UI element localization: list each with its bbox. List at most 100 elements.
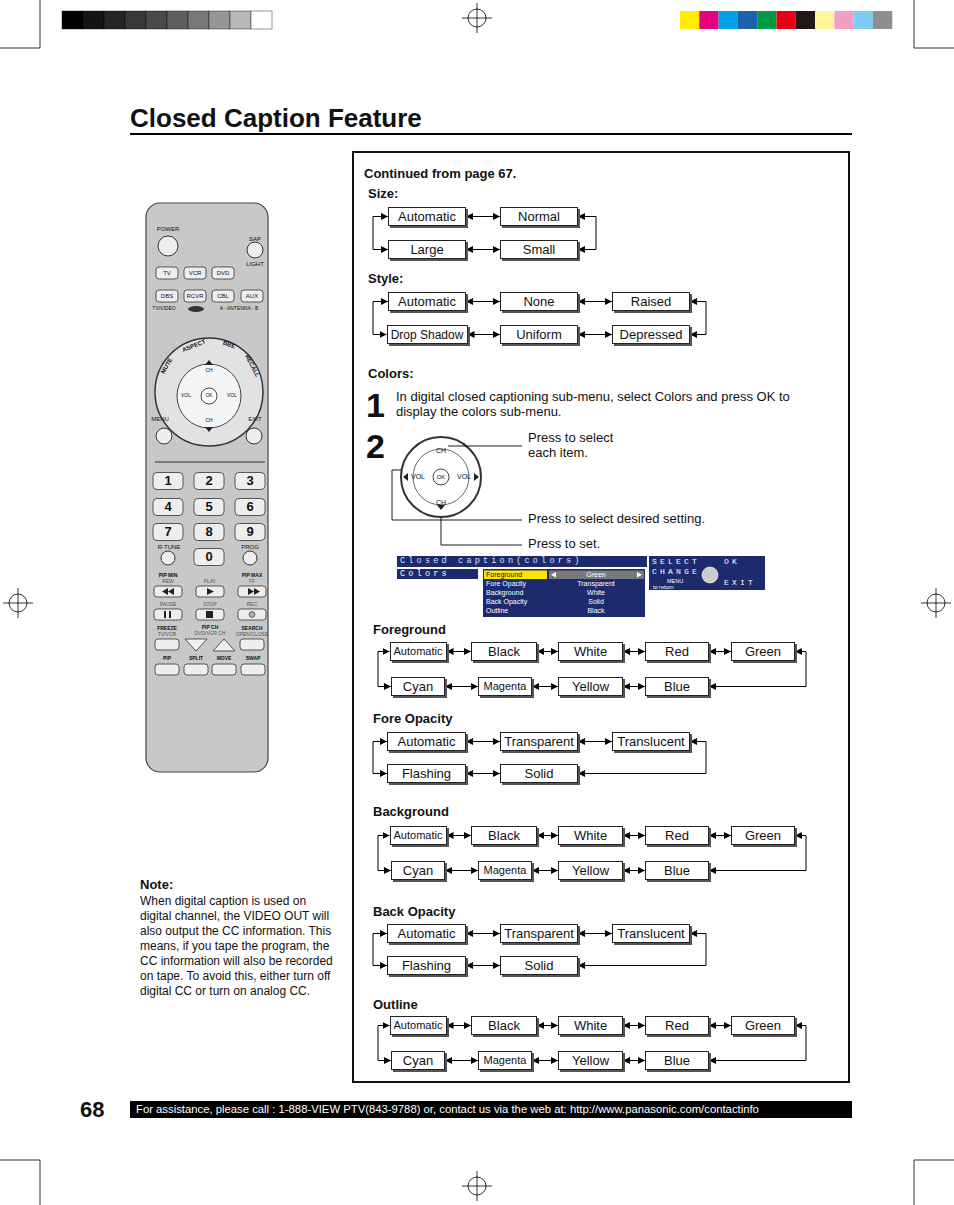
cycle-arrow (466, 965, 500, 966)
option-box: Blue (645, 861, 709, 880)
drawing-stroke (702, 567, 718, 583)
drawing-stroke (441, 517, 522, 545)
text-label: SWAP (246, 656, 261, 662)
text-label: Press to select desired setting. (528, 512, 705, 527)
option-text: Automatic (394, 830, 443, 841)
cycle-arrow (373, 934, 387, 966)
text-label: TV/VIDEO (152, 306, 175, 312)
drawing-stroke (18, 588, 19, 618)
drawing-stroke (83, 11, 104, 29)
drawing-stroke (185, 639, 235, 651)
cycle-arrow (466, 933, 500, 934)
text-label: REW (162, 579, 174, 585)
drawing-stroke (549, 571, 644, 580)
cycle-arrow (445, 686, 478, 687)
drawing-stroke (246, 428, 262, 444)
option-text: White (574, 1019, 607, 1032)
text-label: Foreground (486, 571, 522, 579)
drawing-stroke (401, 437, 481, 517)
cycle-arrow (578, 217, 596, 250)
option-box: Automatic (387, 924, 466, 943)
drawing-stroke (834, 11, 853, 29)
text-label: FREEZE (157, 626, 177, 632)
option-box: Automatic (388, 207, 466, 226)
drawing-stroke (241, 290, 263, 302)
option-box: Red (645, 642, 709, 661)
option-box: Automatic (390, 826, 447, 845)
text-label: PIP (163, 656, 171, 662)
option-box: Yellow (558, 861, 623, 880)
option-box: Cyan (391, 1051, 445, 1070)
option-text: Automatic (398, 210, 456, 223)
option-text: Raised (631, 295, 671, 308)
drawing-stroke (153, 524, 183, 541)
cycle-arrow (466, 249, 500, 250)
cycle-arrow (537, 1025, 558, 1026)
text-label: For assistance, please call : 1-888-VIEW… (136, 1103, 759, 1116)
text-label: 3 (246, 474, 253, 489)
text-label: VOL (411, 473, 425, 481)
text-label: LIGHT (246, 261, 264, 268)
drawing-stroke (914, 0, 915, 48)
cycle-arrow (623, 651, 645, 652)
drawing-stroke (155, 338, 263, 446)
drawing-stroke (247, 242, 263, 258)
drawing-stroke (184, 290, 206, 302)
option-box: Black (471, 642, 537, 661)
text-label: 0 (205, 550, 212, 565)
drawing-stroke (249, 612, 255, 618)
option-text: Automatic (398, 735, 456, 748)
option-text: Magenta (484, 1055, 527, 1066)
drawing-stroke (153, 473, 183, 490)
drawing-stroke (184, 267, 206, 279)
option-text: Automatic (394, 646, 443, 657)
drawing-stroke (161, 551, 175, 565)
drawing-stroke (162, 588, 260, 618)
option-box: Raised (612, 292, 690, 311)
drawing-stroke (212, 290, 234, 302)
option-text: White (574, 645, 607, 658)
text-label: Fore Opacity (486, 580, 526, 588)
option-box: Green (731, 826, 795, 845)
text-label: Style: (368, 272, 403, 287)
text-label: EXIT (248, 416, 261, 423)
drawing-stroke (209, 11, 230, 29)
drawing-stroke (167, 11, 188, 29)
cycle-arrow (623, 1025, 645, 1026)
drawing-stroke (649, 556, 765, 590)
text-label: VOL (181, 393, 191, 399)
option-text: Solid (525, 767, 554, 780)
drawing-stroke (155, 462, 265, 463)
cycle-arrow (623, 686, 645, 687)
drawing-stroke (251, 11, 272, 29)
text-label: CH (205, 418, 212, 424)
text-label: PLAY (204, 579, 216, 585)
cycle-arrow (709, 1025, 731, 1026)
drawing-stroke (125, 11, 146, 29)
drawing-stroke (757, 11, 776, 29)
text-label: AUX (246, 293, 258, 300)
cycle-arrow (447, 835, 472, 836)
option-text: Blue (664, 1054, 690, 1067)
drawing-stroke (104, 11, 125, 29)
option-text: Automatic (398, 927, 456, 940)
cycle-arrow (537, 835, 558, 836)
option-box: Yellow (558, 677, 623, 696)
text-label: R-TUNE (158, 544, 181, 551)
option-box: Magenta (478, 861, 532, 880)
drawing-stroke (914, 48, 954, 49)
option-text: None (523, 295, 554, 308)
text-label: DVD (217, 270, 230, 277)
text-label: STOP (203, 602, 217, 608)
option-text: Cyan (403, 680, 433, 693)
text-label: 5 (205, 500, 212, 515)
option-text: Red (665, 829, 689, 842)
option-box: Translucent (612, 732, 690, 751)
option-box: Flashing (387, 956, 466, 975)
drawing-stroke (392, 446, 522, 545)
option-box: Black (471, 826, 537, 845)
drawing-stroke (0, 1160, 40, 1161)
drawing-stroke (158, 236, 178, 256)
option-box: Red (645, 826, 709, 845)
